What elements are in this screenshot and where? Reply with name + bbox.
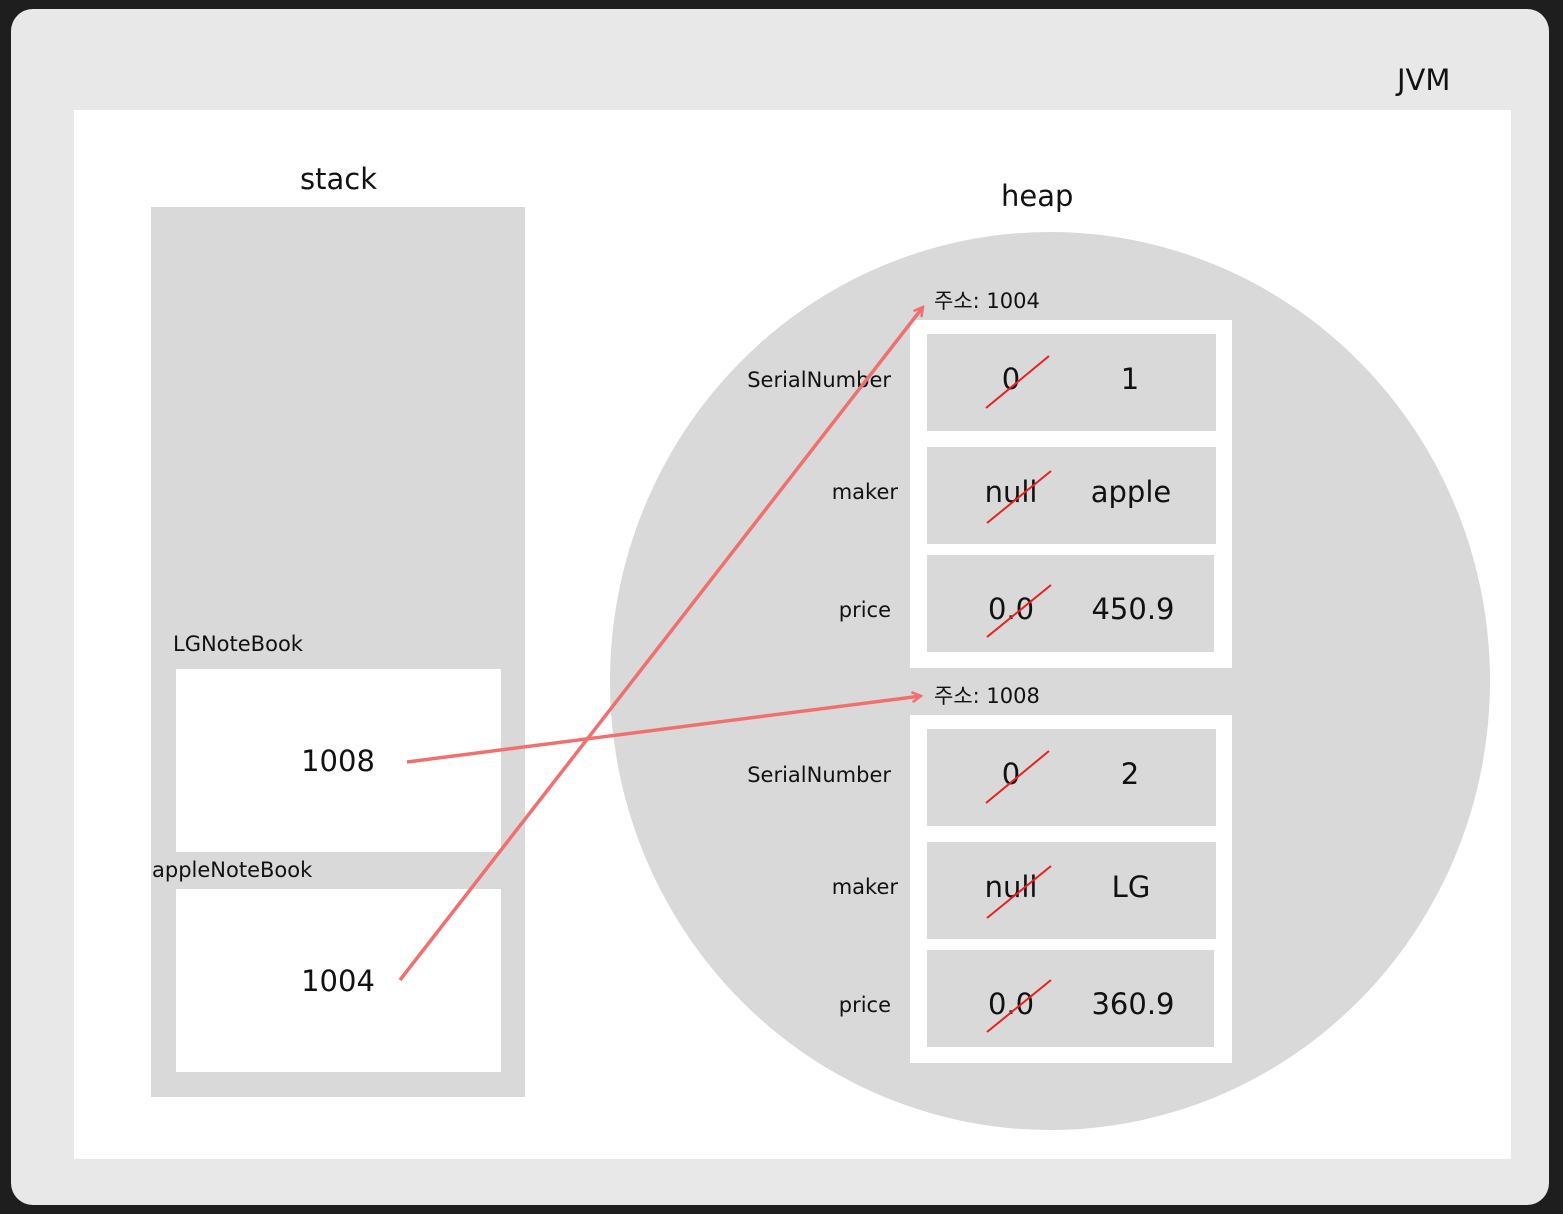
new-value: 450.9 (1091, 592, 1175, 626)
old-value: null (984, 475, 1038, 509)
field-cell (927, 334, 1216, 431)
new-value: apple (1090, 475, 1172, 509)
field-name: SerialNumber (747, 763, 891, 787)
new-value: 2 (1120, 757, 1140, 791)
old-value: 0 (1001, 757, 1021, 791)
new-value: 1 (1120, 362, 1140, 396)
field-name: SerialNumber (747, 368, 891, 392)
field-name: maker (831, 480, 898, 504)
heap-object-address: 주소: 1004 (934, 289, 1040, 313)
jvm-frame: JVM stack LGNoteBook 1008 appleNoteBook … (11, 9, 1549, 1205)
old-value: 0.0 (987, 987, 1035, 1021)
heap-object-address: 주소: 1008 (934, 684, 1040, 708)
old-value: null (984, 870, 1038, 904)
field-name: price (838, 993, 891, 1017)
old-value: 0.0 (987, 592, 1035, 626)
stack-var-name-apple: appleNoteBook (152, 858, 313, 882)
stack-var-value-apple: 1004 (301, 964, 375, 998)
field-cell (927, 729, 1216, 826)
jvm-label: JVM (1397, 63, 1451, 97)
field-cell (927, 842, 1216, 939)
field-name: maker (831, 875, 898, 899)
field-name: price (838, 598, 891, 622)
diagram-canvas: stack LGNoteBook 1008 appleNoteBook 1004… (74, 110, 1511, 1159)
field-cell (927, 447, 1216, 544)
heap-title: heap (1001, 179, 1074, 213)
field-cell (927, 950, 1214, 1047)
stack-var-value-lg: 1008 (301, 744, 375, 778)
stack-title: stack (300, 162, 377, 196)
new-value: LG (1111, 870, 1151, 904)
new-value: 360.9 (1091, 987, 1175, 1021)
old-value: 0 (1001, 362, 1021, 396)
stack-var-name-lg: LGNoteBook (173, 632, 303, 656)
field-cell (927, 555, 1214, 652)
